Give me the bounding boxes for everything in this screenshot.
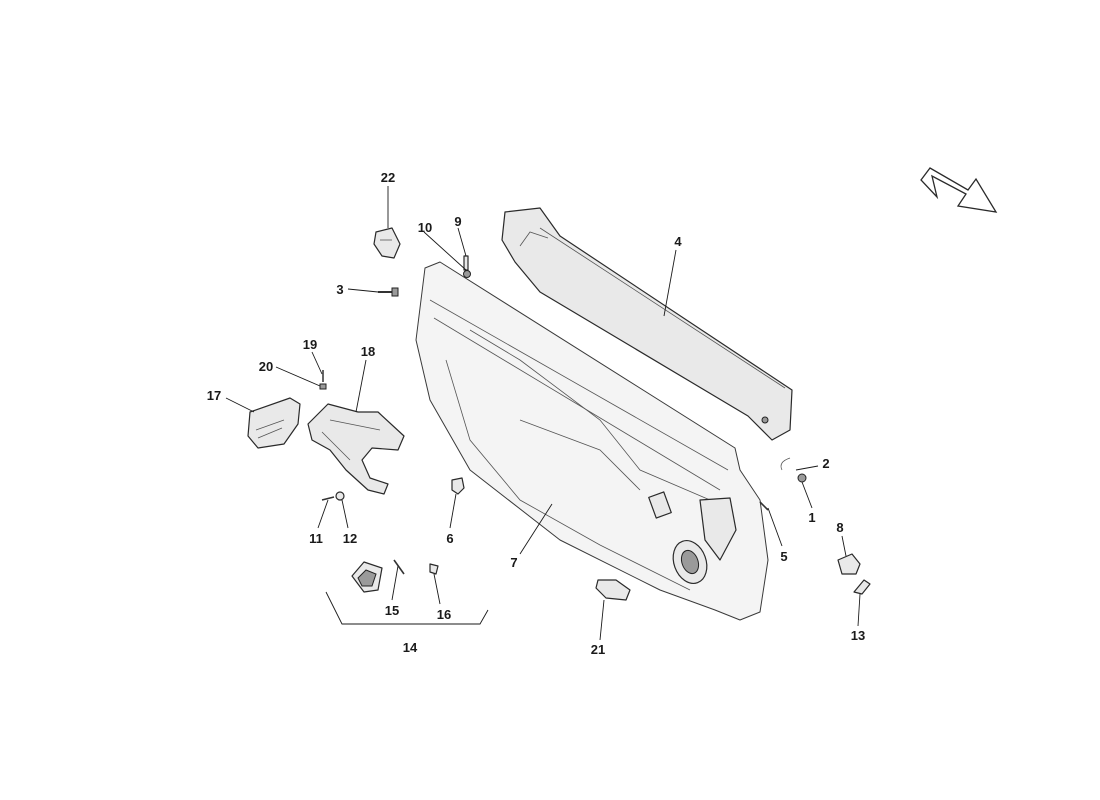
part-10-nut (463, 270, 471, 278)
callout-19: 19 (303, 337, 317, 352)
callout-21: 21 (591, 642, 605, 657)
part-14-switch-assembly (351, 561, 383, 593)
part-17-armrest-cover (247, 397, 301, 449)
callout-13: 13 (851, 628, 865, 643)
callout-labels: 22 9 10 3 4 19 20 18 17 2 1 11 12 6 8 5 … (207, 170, 865, 657)
part-20-clip (319, 383, 327, 390)
callout-15: 15 (385, 603, 399, 618)
callout-6: 6 (446, 531, 453, 546)
part-12-washer (335, 491, 345, 501)
callout-16: 16 (437, 607, 451, 622)
part-1-nut (797, 473, 807, 483)
callout-14: 14 (403, 640, 418, 655)
part-18-bracket (307, 403, 405, 495)
part-6-push-clip (451, 477, 465, 495)
callout-9: 9 (454, 214, 461, 229)
part-22-clip (373, 227, 401, 259)
callout-7: 7 (510, 555, 517, 570)
leader-lines (225, 186, 861, 641)
part-11-screw (321, 496, 335, 501)
callout-18: 18 (361, 344, 375, 359)
callout-2: 2 (822, 456, 829, 471)
callout-22: 22 (381, 170, 395, 185)
part-16-clip (429, 563, 439, 575)
direction-arrow-icon (920, 167, 998, 213)
part-8-handle (837, 553, 861, 575)
part-5-screw (759, 501, 769, 511)
callout-17: 17 (207, 388, 221, 403)
part-3-screw (378, 287, 399, 297)
part-13-cover (853, 579, 871, 595)
callout-5: 5 (780, 549, 787, 564)
callout-8: 8 (836, 520, 843, 535)
part-2-clip (780, 457, 791, 471)
part-15-screw (393, 559, 405, 575)
part-9-pin (463, 255, 469, 271)
callout-1: 1 (808, 510, 815, 525)
callout-3: 3 (336, 282, 343, 297)
callout-4: 4 (674, 234, 682, 249)
part-21-connector (595, 579, 631, 601)
callout-10: 10 (418, 220, 432, 235)
callout-20: 20 (259, 359, 273, 374)
callout-11: 11 (309, 531, 323, 546)
part-7-door-panel (415, 261, 769, 621)
part-4-upper-trim (501, 207, 793, 441)
callout-12: 12 (343, 531, 357, 546)
